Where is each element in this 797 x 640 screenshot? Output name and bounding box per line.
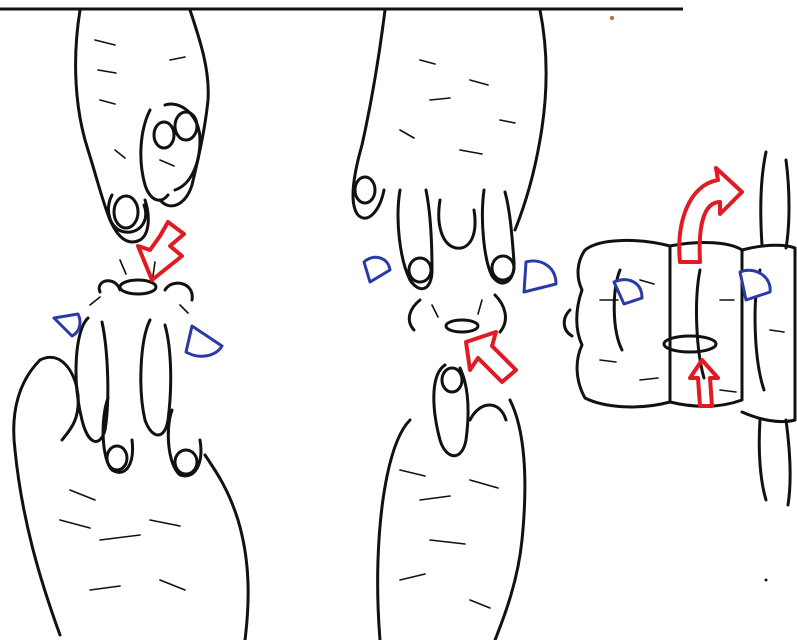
panel-1-finger-adjustment xyxy=(14,10,248,640)
red-arrow-icon xyxy=(138,222,184,280)
ink-dot xyxy=(610,16,614,20)
panel-3-spine-adjustment xyxy=(564,152,795,505)
panel-2-finger-adjustment xyxy=(353,10,556,640)
finger-joint-1 xyxy=(90,260,192,313)
blue-wedge-icon xyxy=(54,314,80,336)
lower-hand-1 xyxy=(14,318,248,640)
red-arrow-icon xyxy=(466,332,516,382)
finger-joint-2 xyxy=(409,295,505,332)
blue-wedge-icon xyxy=(364,257,390,282)
red-arrow-icon xyxy=(690,360,718,406)
blue-wedge-icon xyxy=(524,261,556,292)
spinous-process xyxy=(761,152,789,248)
upper-hand-2 xyxy=(353,10,546,289)
blue-wedge-icon xyxy=(186,326,222,356)
upper-hand-1 xyxy=(76,10,209,242)
vertebra-stack xyxy=(564,240,795,421)
curved-red-arrow-icon xyxy=(679,168,742,262)
ink-dot xyxy=(765,579,768,582)
blue-wedge-icon xyxy=(740,270,770,300)
lower-hand-2 xyxy=(378,365,525,640)
